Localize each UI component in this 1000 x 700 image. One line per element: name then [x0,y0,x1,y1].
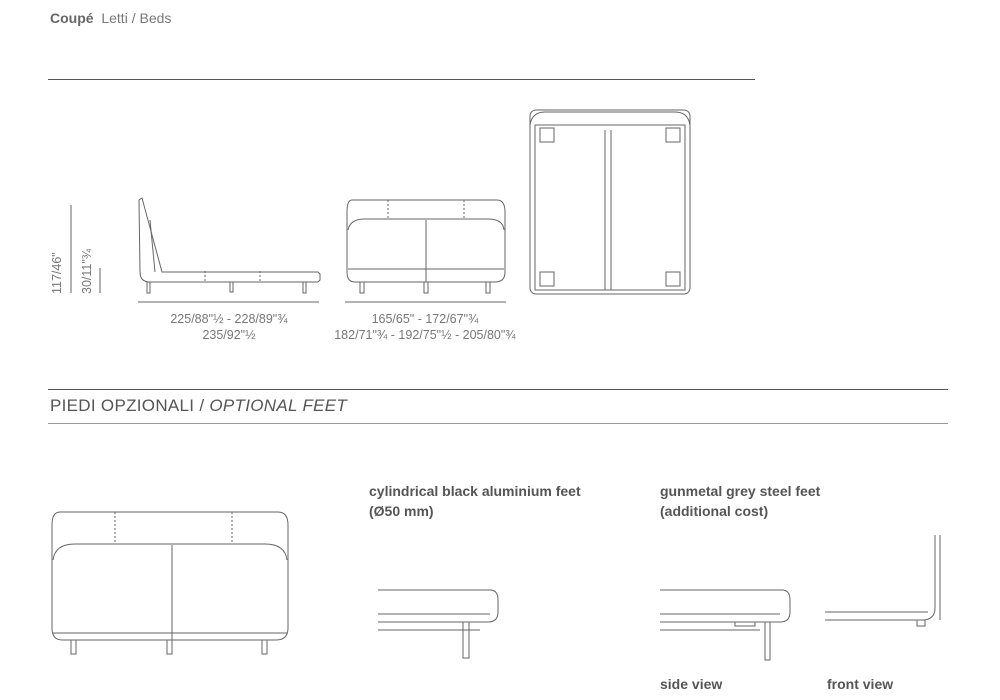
length-dimension: 225/88"½ - 228/89"¾ 235/92"½ [138,311,320,343]
section-title: PIEDI OPZIONALI / OPTIONAL FEET [50,396,347,416]
caption-line1: gunmetal grey steel feet [660,483,821,499]
category: Letti / Beds [101,10,172,26]
side-view-bed [138,197,321,303]
divider [48,389,948,390]
caption-line2: (Ø50 mm) [369,503,434,519]
length-line1: 225/88"½ - 228/89"¾ [170,312,288,326]
divider [48,79,755,80]
top-view-bed [529,109,691,295]
width-line1: 165/65" - 172/67"¾ [371,312,479,326]
aluminium-feet-detail [378,589,499,659]
width-line2: 182/71"¾ - 192/75"½ - 205/80"¾ [334,328,516,342]
caption-line1: cylindrical black aluminium feet [369,483,581,499]
front-view-bed [345,199,506,303]
width-dimension: 165/65" - 172/67"¾ 182/71"¾ - 192/75"½ - … [305,311,545,343]
section-title-it: PIEDI OPZIONALI / [50,396,205,415]
breadcrumb: Coupé Letti / Beds [50,10,171,26]
height-bed-label: 30/11"¾ [80,248,94,294]
steel-feet-front-detail [825,535,941,627]
section-title-en: OPTIONAL FEET [209,396,348,415]
product-name: Coupé [50,10,94,26]
height-total-label: 117/46" [50,252,64,294]
steel-feet-side-detail [660,589,791,661]
front-view-bed-large [51,511,289,655]
side-view-label: side view [660,676,723,692]
height-dimension-lines [70,205,101,293]
aluminium-feet-caption: cylindrical black aluminium feet (Ø50 mm) [369,481,581,521]
length-line2: 235/92"½ [202,328,256,342]
caption-line2: (additional cost) [660,503,769,519]
divider [48,423,948,424]
steel-feet-caption: gunmetal grey steel feet (additional cost… [660,481,820,521]
front-view-label: front view [827,676,894,692]
